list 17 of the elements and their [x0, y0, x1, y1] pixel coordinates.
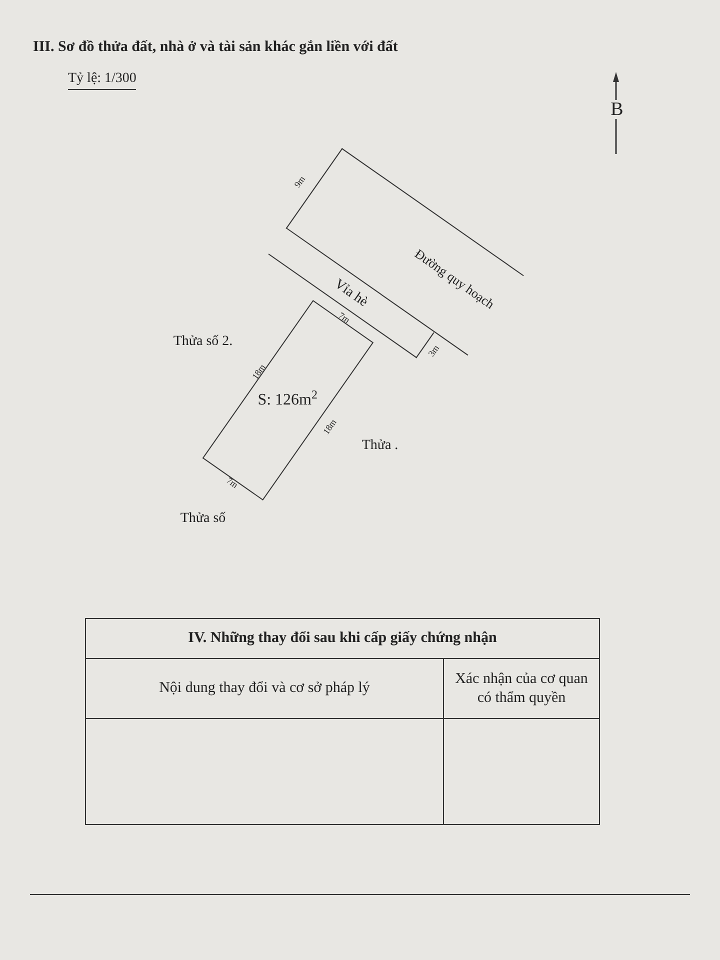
- dimension-label: 18m: [322, 418, 338, 436]
- parcel-label: Thửa số 2.: [173, 335, 233, 349]
- dimension-label: 9m: [293, 174, 307, 190]
- dimension-label: 7m: [336, 311, 352, 325]
- title: III. Sơ đồ thửa đất, nhà ở và tài sản khác gắn liền với đất: [33, 38, 398, 57]
- parcel-label: Thửa số: [180, 512, 226, 526]
- scale-label: Tỷ lệ: 1/300: [68, 68, 136, 90]
- dimension-label: 18m: [250, 362, 268, 382]
- table-heading: IV. Những thay đổi sau khi cấp giấy chứng nhận: [188, 629, 497, 648]
- planned-road-area: [286, 148, 524, 356]
- parcel-label: Thửa .: [362, 439, 398, 453]
- column-header: Nội dung thay đổi và cơ sở pháp lý: [159, 679, 370, 698]
- dimension-label: 7m: [224, 476, 240, 490]
- area-label: Vỉa hè: [330, 275, 372, 312]
- column-header: Xác nhận của cơ quan có thẩm quyền: [454, 670, 589, 708]
- area-label: S: 126m$^{2}$: [258, 388, 318, 410]
- dimension-label: 3m: [427, 344, 441, 358]
